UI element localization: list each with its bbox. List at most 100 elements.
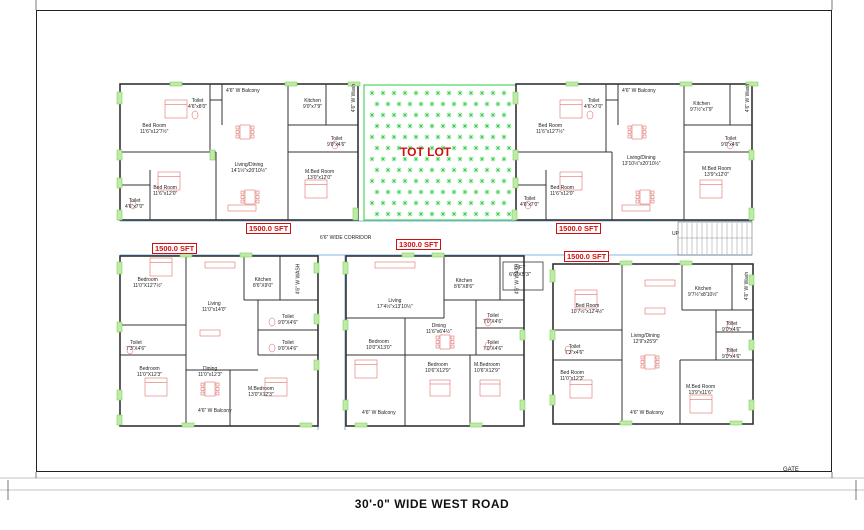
tree-symbol: [369, 178, 375, 184]
tree-symbol: [418, 101, 424, 107]
tree-symbol: [446, 112, 452, 118]
window-marker: [354, 422, 368, 428]
tree-symbol: [396, 145, 402, 151]
room-label: M.Bedroom 10'6"X12'9": [474, 362, 500, 374]
tree-symbol: [429, 101, 435, 107]
room-label: Bed Room 11'0"x12'3": [560, 370, 585, 382]
tree-symbol: [479, 200, 485, 206]
room-label: Bed Room 11'6"x12'7½": [536, 123, 565, 135]
dining-table-symbol: [244, 189, 256, 205]
tree-symbol: [418, 189, 424, 195]
tree-symbol: [484, 145, 490, 151]
toilet-symbol: [726, 320, 734, 330]
tree-symbol: [506, 167, 512, 173]
window-marker: [116, 414, 123, 426]
tree-symbol: [495, 167, 501, 173]
room-label: M.Bed Room 13'0"x12'0": [305, 169, 335, 181]
tree-symbol: [451, 189, 457, 195]
toilet-symbol: [126, 345, 134, 355]
tree-symbol: [418, 145, 424, 151]
dining-table-symbol: [239, 124, 251, 140]
area-top-right: 1500.0 SFT: [556, 223, 602, 234]
tree-symbol: [501, 156, 507, 162]
window-marker: [313, 262, 320, 274]
window-marker: [748, 339, 755, 351]
tree-symbol: [429, 145, 435, 151]
room-label: Toilet 9'0"x4'6": [721, 136, 741, 148]
tree-symbol: [457, 90, 463, 96]
bed-symbol: [559, 171, 583, 191]
tree-symbol: [435, 134, 441, 140]
tree-symbol: [473, 145, 479, 151]
window-marker: [401, 252, 415, 258]
window-marker: [549, 394, 556, 406]
room-label: Kitchen 9'7½"x8'10½": [688, 286, 719, 298]
room-label: 4'6" W Wash: [745, 83, 752, 113]
window-marker: [619, 260, 633, 266]
window-marker: [342, 399, 349, 411]
tree-symbol: [462, 211, 468, 217]
tree-symbol: [424, 200, 430, 206]
tree-symbol: [402, 90, 408, 96]
tree-symbol: [446, 156, 452, 162]
area-top-left: 1500.0 SFT: [246, 223, 292, 234]
room-label: 4'6" W Balcony: [362, 410, 396, 416]
bed-symbol: [429, 379, 451, 397]
tree-symbol: [457, 178, 463, 184]
window-marker: [748, 274, 755, 286]
toilet-symbol: [484, 341, 492, 351]
window-marker: [116, 209, 123, 221]
window-marker: [565, 81, 579, 87]
window-marker: [116, 321, 123, 333]
room-label: Bed Room 11'6"x12'0": [550, 185, 575, 197]
plot-boundary: [36, 10, 832, 472]
tree-symbol: [462, 167, 468, 173]
tree-symbol: [374, 189, 380, 195]
room-label: 4'6" W Balcony: [630, 410, 664, 416]
tree-symbol: [479, 90, 485, 96]
tree-symbol: [413, 112, 419, 118]
tree-symbol: [374, 123, 380, 129]
toilet-symbol: [524, 200, 532, 210]
room-label: M.Bedroom 13'0"X12'3": [248, 386, 274, 398]
tree-symbol: [468, 178, 474, 184]
window-marker: [209, 149, 216, 161]
tree-symbol: [468, 90, 474, 96]
tree-symbol: [490, 90, 496, 96]
bed-symbol: [264, 377, 288, 397]
tree-symbol: [402, 156, 408, 162]
window-marker: [549, 269, 556, 283]
tree-symbol: [446, 178, 452, 184]
window-marker: [745, 81, 759, 87]
tree-symbol: [380, 156, 386, 162]
dining-table-symbol: [639, 189, 651, 205]
tree-symbol: [396, 123, 402, 129]
unit-bottom-left: [119, 255, 319, 427]
sofa-symbol: [227, 204, 257, 212]
window-marker: [352, 207, 359, 221]
room-label: Toilet 9'0"x4'6": [722, 321, 742, 333]
tree-symbol: [385, 101, 391, 107]
window-marker: [748, 399, 755, 411]
tree-symbol: [424, 156, 430, 162]
tree-symbol: [391, 178, 397, 184]
toilet-symbol: [268, 317, 276, 327]
room-label: Bed Room 10'7½"x12'4½": [571, 303, 604, 315]
tree-symbol: [413, 156, 419, 162]
room-label: Living 17'4½"x13'10½": [377, 298, 413, 310]
room-label: Toilet 4'6"x8'0": [188, 98, 208, 110]
bed-symbol: [304, 179, 328, 199]
tree-symbol: [413, 200, 419, 206]
window-marker: [116, 149, 123, 161]
window-marker: [679, 260, 693, 266]
window-marker: [342, 261, 349, 275]
window-marker: [549, 329, 556, 341]
room-label: Dining 11'0"x12'3": [198, 366, 223, 378]
tot-lot-area: [363, 84, 517, 221]
tree-symbol: [429, 211, 435, 217]
dining-table-symbol: [204, 381, 216, 397]
room-label: Toilet 9'0"X4'6": [278, 314, 298, 326]
bed-symbol: [149, 257, 173, 277]
tree-symbol: [391, 134, 397, 140]
tree-symbol: [446, 90, 452, 96]
